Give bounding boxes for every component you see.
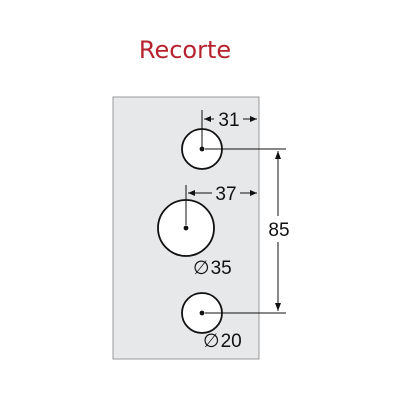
dimension-37: 37 xyxy=(185,184,257,225)
diameter-20-label: ∅20 xyxy=(203,331,242,352)
dimension-85: 85 xyxy=(205,148,290,314)
dimension-31-label: 31 xyxy=(218,110,239,131)
diameter-symbol: ∅ xyxy=(203,331,220,352)
bottom-hole-center xyxy=(199,310,205,316)
dimension-31: 31 xyxy=(201,110,257,147)
top-hole-center xyxy=(199,146,205,152)
dimension-85-label: 85 xyxy=(268,220,289,241)
diameter-35-label: ∅35 xyxy=(193,258,232,279)
page-title: Recorte xyxy=(138,36,232,64)
dimension-37-label: 37 xyxy=(215,184,236,205)
diameter-symbol: ∅ xyxy=(193,258,210,279)
large-hole-center xyxy=(183,225,189,231)
